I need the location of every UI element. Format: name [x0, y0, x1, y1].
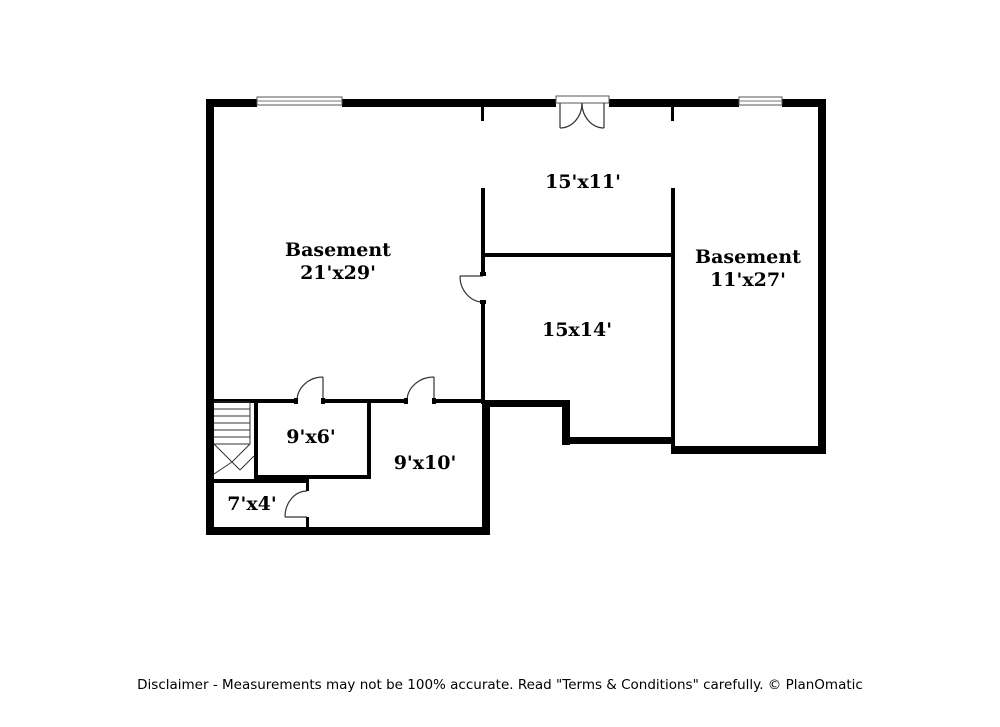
wall-closet-a-right	[367, 399, 371, 479]
wall-closets-top	[206, 399, 482, 403]
wall-tiny-top	[206, 479, 308, 483]
wall-divider-left-upper	[481, 188, 485, 276]
window-right	[738, 96, 783, 109]
wall-closet-a-bottom	[254, 475, 371, 479]
wall-step-horizontal-b	[562, 437, 675, 444]
wall-closet-a-left	[254, 399, 258, 479]
wall-top-stub-right	[671, 104, 674, 121]
disclaimer-text: Disclaimer - Measurements may not be 100…	[137, 677, 863, 693]
room-tiny-dims: 7'x4'	[227, 493, 276, 515]
wall-top	[206, 99, 825, 107]
door-mid-room	[459, 272, 486, 304]
wall-tiny-right-lower	[306, 517, 309, 529]
room-mid-dims: 15x14'	[542, 319, 612, 341]
basement-main-name: Basement	[285, 239, 391, 261]
wall-left	[206, 99, 214, 534]
room-small-dims: 9'x6'	[286, 426, 335, 448]
wall-step-vertical-b	[562, 400, 570, 445]
wall-mid-horizontal	[481, 253, 674, 257]
room-closet-dims: 9'x10'	[394, 452, 457, 474]
door-tiny-room	[284, 490, 311, 518]
door-closet-large	[404, 376, 436, 405]
wall-divider-right	[671, 188, 675, 450]
wall-top-stub-left	[481, 104, 484, 121]
wall-step-vertical-a	[482, 400, 490, 535]
basement-main-dims: 21'x29'	[300, 262, 376, 284]
interior-walls	[206, 104, 675, 529]
wall-divider-left-lower	[481, 302, 485, 404]
wall-tiny-right	[306, 479, 309, 491]
basement-right-dims: 11'x27'	[710, 269, 786, 291]
door-closet-small	[294, 376, 325, 405]
wall-bottom-left	[206, 527, 490, 535]
basement-right-name: Basement	[695, 246, 801, 268]
outer-walls	[206, 99, 826, 535]
room-top-dims: 15'x11'	[545, 171, 621, 193]
double-door-top	[555, 95, 610, 129]
wall-right	[818, 99, 826, 454]
stairs	[213, 401, 255, 475]
wall-bottom-right	[671, 446, 826, 454]
room-labels: Basement 21'x29' 15'x11' 15x14' Basement…	[227, 171, 801, 515]
wall-step-horizontal-a	[482, 400, 570, 407]
window-left	[256, 96, 343, 109]
